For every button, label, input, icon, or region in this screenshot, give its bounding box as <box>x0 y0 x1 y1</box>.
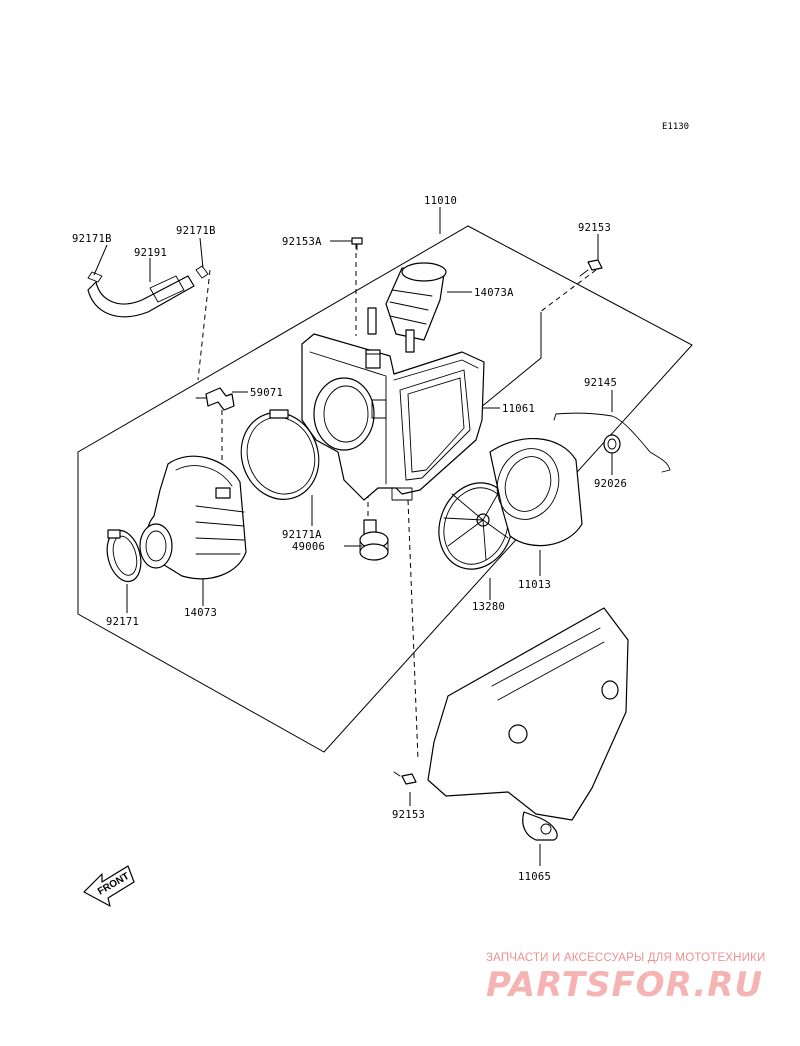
label-11061: 11061 <box>502 403 535 415</box>
air-box <box>301 333 485 535</box>
bolt-92153a <box>351 237 363 251</box>
label-92145: 92145 <box>584 377 617 389</box>
watermark-brand: PARTSFOR.RU <box>486 965 763 1005</box>
label-11013: 11013 <box>518 579 551 591</box>
clamp-92171a <box>240 409 320 500</box>
spring-wire <box>553 412 671 473</box>
diagram-code: E1130 <box>662 122 689 132</box>
fitting-59071 <box>195 387 235 411</box>
clamp-92171 <box>106 529 142 583</box>
watermark-tagline: ЗАПЧАСТИ И АКСЕССУАРЫ ДЛЯ МОТОТЕХНИКИ <box>486 952 766 964</box>
intake-duct-a <box>367 262 447 353</box>
label-92171a: 92171A <box>282 529 322 541</box>
label-14073a: 14073A <box>474 287 514 299</box>
label-92191: 92191 <box>134 247 167 259</box>
leader-lines <box>93 207 613 866</box>
side-cover <box>427 607 629 841</box>
label-92171b-left: 92171B <box>72 233 112 245</box>
label-11065: 11065 <box>518 871 551 883</box>
label-92026: 92026 <box>594 478 627 490</box>
label-13280: 13280 <box>472 601 505 613</box>
front-arrow: FRONT <box>83 865 135 907</box>
breather-hose <box>87 265 209 318</box>
label-92153a: 92153A <box>282 236 322 248</box>
label-14073: 14073 <box>184 607 217 619</box>
label-92171: 92171 <box>106 616 139 628</box>
part-labels: 11010 92171B 92171B 92191 92153A 92153 1… <box>72 195 627 883</box>
watermark: ЗАПЧАСТИ И АКСЕССУАРЫ ДЛЯ МОТОТЕХНИКИ PA… <box>486 952 766 1005</box>
filter-element <box>489 437 583 547</box>
label-92171b-right: 92171B <box>176 225 216 237</box>
bolt-92153-top <box>579 259 603 277</box>
bolt-92153-bottom <box>393 771 417 785</box>
o-ring <box>603 434 621 454</box>
assembly-boundary <box>77 225 693 753</box>
grommet-49006 <box>359 531 389 561</box>
label-92153-bottom: 92153 <box>392 809 425 821</box>
filter-frame <box>438 482 514 570</box>
label-11010: 11010 <box>424 195 457 207</box>
intake-boot <box>139 455 247 580</box>
label-59071: 59071 <box>250 387 283 399</box>
label-49006: 49006 <box>292 541 325 553</box>
label-92153-top: 92153 <box>578 222 611 234</box>
